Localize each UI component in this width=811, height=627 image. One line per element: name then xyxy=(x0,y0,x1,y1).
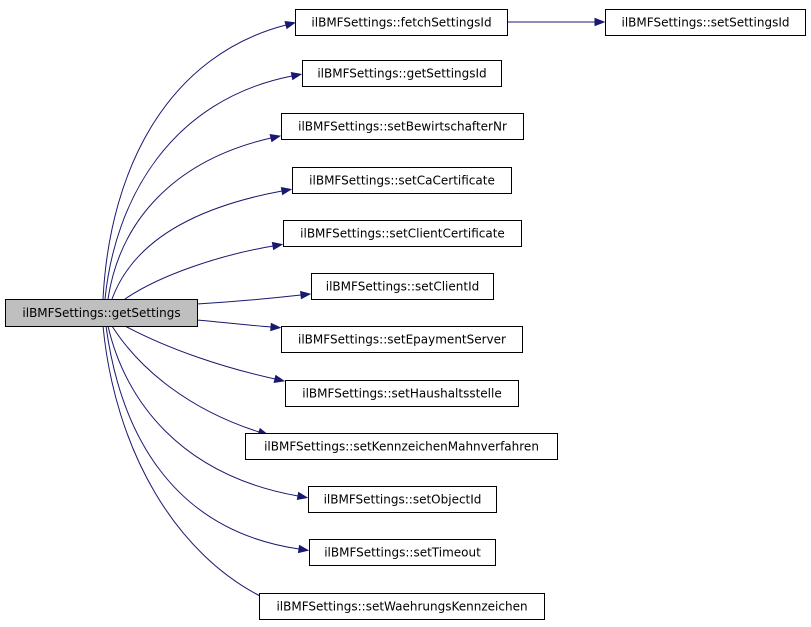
node-label: ilBMFSettings::fetchSettingsId xyxy=(311,16,491,30)
node-box xyxy=(283,220,522,247)
node-label: ilBMFSettings::setHaushaltsstelle xyxy=(302,387,501,401)
arrowhead-icon xyxy=(271,241,284,251)
edge-getSettings-to-setBewirtschafterNr xyxy=(107,133,282,300)
node-label: ilBMFSettings::setSettingsId xyxy=(622,16,790,30)
node-label: ilBMFSettings::setWaehrungsKennzeichen xyxy=(276,600,527,614)
node-box xyxy=(281,113,524,140)
node-setBewirtschafterNr[interactable]: ilBMFSettings::setBewirtschafterNr xyxy=(281,113,524,140)
node-label: ilBMFSettings::setClientCertificate xyxy=(300,227,505,241)
arrowhead-icon xyxy=(290,71,303,81)
edge-line xyxy=(102,24,287,300)
edge-line xyxy=(107,325,299,497)
node-setObjectId[interactable]: ilBMFSettings::setObjectId xyxy=(308,486,497,513)
arrowhead-icon xyxy=(594,17,606,27)
edge-getSettings-to-setObjectId xyxy=(107,325,309,501)
edge-getSettings-to-setWaehrungsKennzeichen xyxy=(102,325,276,604)
root-node-label: ilBMFSettings::getSettings xyxy=(22,306,180,320)
node-getSettings[interactable]: ilBMFSettings::getSettings xyxy=(5,299,198,327)
node-setEpaymentServer[interactable]: ilBMFSettings::setEpaymentServer xyxy=(281,326,523,353)
node-setSettingsId[interactable]: ilBMFSettings::setSettingsId xyxy=(605,9,806,36)
edge-line xyxy=(107,137,272,300)
edge-line xyxy=(111,325,260,433)
node-box xyxy=(285,380,519,407)
node-setClientCertificate[interactable]: ilBMFSettings::setClientCertificate xyxy=(283,220,522,247)
node-setTimeout[interactable]: ilBMFSettings::setTimeout xyxy=(309,539,496,566)
node-label: ilBMFSettings::setTimeout xyxy=(324,546,481,560)
node-box xyxy=(292,167,512,194)
node-label: ilBMFSettings::getSettingsId xyxy=(317,67,486,81)
node-label: ilBMFSettings::setCaCertificate xyxy=(309,174,495,188)
edge-getSettings-to-setTimeout xyxy=(105,325,310,554)
node-box xyxy=(295,9,508,36)
node-label: ilBMFSettings::setKennzeichenMahnverfahr… xyxy=(264,440,539,454)
arrowhead-icon xyxy=(280,186,293,196)
edge-line xyxy=(105,325,300,550)
edge-getSettings-to-setClientCertificate xyxy=(124,241,284,300)
arrowhead-icon xyxy=(273,374,286,384)
node-label: ilBMFSettings::setEpaymentServer xyxy=(298,333,506,347)
node-box xyxy=(308,486,497,513)
edge-line xyxy=(196,319,272,328)
arrowhead-icon xyxy=(300,290,312,300)
edge-line xyxy=(124,245,274,300)
edge-getSettings-to-setClientId xyxy=(196,290,312,305)
edge-line xyxy=(104,75,293,300)
node-box xyxy=(281,326,523,353)
arrowhead-icon xyxy=(297,544,310,554)
node-setClientId[interactable]: ilBMFSettings::setClientId xyxy=(311,273,494,300)
edge-getSettings-to-setHaushaltsstelle xyxy=(124,325,286,384)
arrowhead-icon xyxy=(296,491,309,501)
edge-getSettings-to-getSettingsId xyxy=(104,71,303,300)
edge-line xyxy=(102,325,267,600)
edge-line xyxy=(111,190,283,300)
node-label: ilBMFSettings::setClientId xyxy=(326,280,480,294)
node-label: ilBMFSettings::setObjectId xyxy=(324,493,482,507)
edge-getSettings-to-setEpaymentServer xyxy=(196,319,282,332)
arrowhead-icon xyxy=(284,21,297,30)
edge-line xyxy=(196,294,302,305)
edge-getSettings-to-setCaCertificate xyxy=(111,186,293,300)
node-box xyxy=(605,9,806,36)
edge-line xyxy=(124,325,276,380)
arrowhead-icon xyxy=(269,133,282,143)
node-label: ilBMFSettings::setBewirtschafterNr xyxy=(298,120,507,134)
nodes-layer: ilBMFSettings::getSettingsilBMFSettings:… xyxy=(5,9,806,620)
node-box xyxy=(259,593,545,620)
node-setWaehrungsKennzeichen[interactable]: ilBMFSettings::setWaehrungsKennzeichen xyxy=(259,593,545,620)
node-fetchSettingsId[interactable]: ilBMFSettings::fetchSettingsId xyxy=(295,9,508,36)
node-setCaCertificate[interactable]: ilBMFSettings::setCaCertificate xyxy=(292,167,512,194)
node-box xyxy=(311,273,494,300)
edge-getSettings-to-setKennzeichenMahnverfahren xyxy=(111,325,269,436)
node-box xyxy=(245,433,558,460)
node-box xyxy=(309,539,496,566)
node-setHaushaltsstelle[interactable]: ilBMFSettings::setHaushaltsstelle xyxy=(285,380,519,407)
node-getSettingsId[interactable]: ilBMFSettings::getSettingsId xyxy=(302,60,502,87)
edge-getSettings-to-fetchSettingsId xyxy=(102,21,297,300)
node-box xyxy=(302,60,502,87)
node-setKennzeichenMahnverfahren[interactable]: ilBMFSettings::setKennzeichenMahnverfahr… xyxy=(245,433,558,460)
arrowhead-icon xyxy=(270,322,282,332)
root-node-box xyxy=(5,299,198,327)
edge-fetchSettingsId-to-setSettingsId xyxy=(507,17,606,27)
